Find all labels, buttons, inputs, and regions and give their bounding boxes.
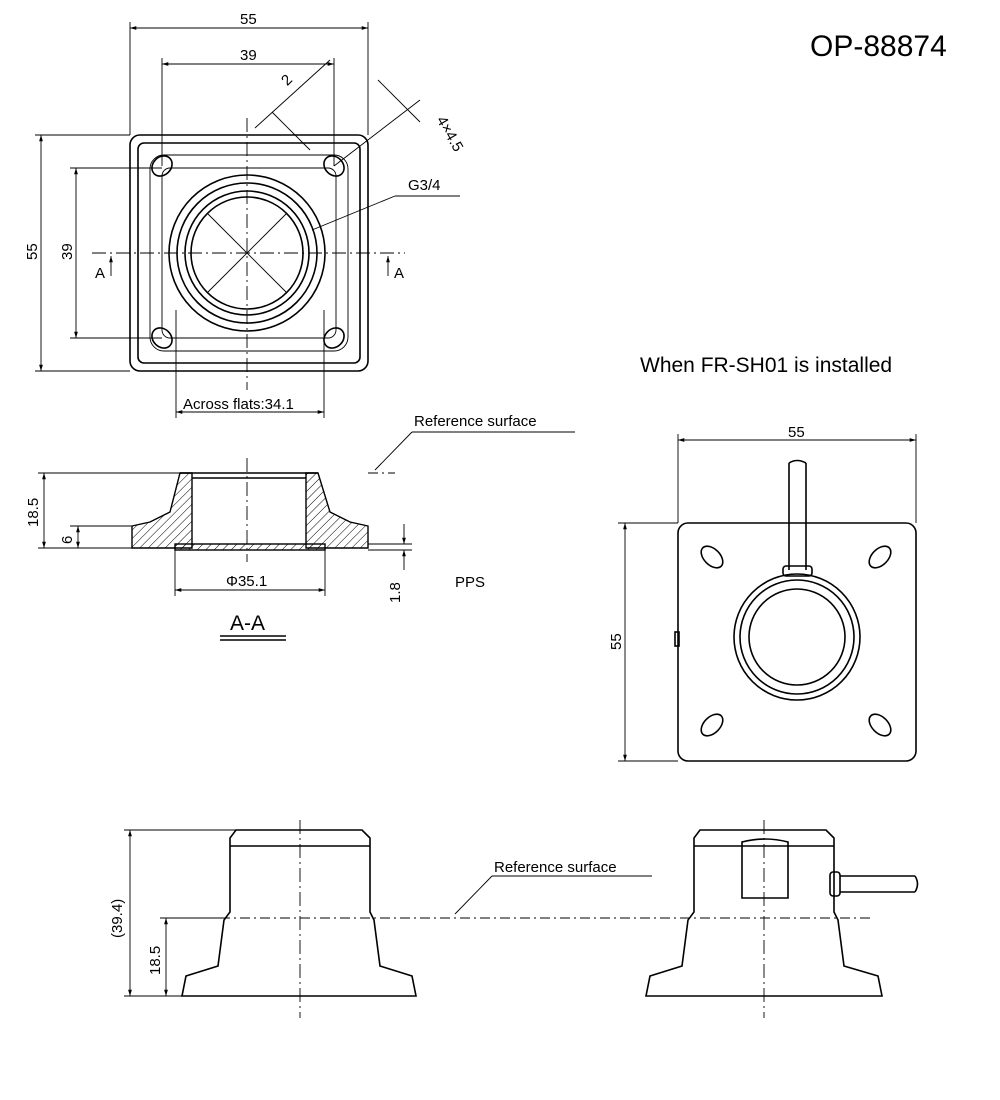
- dim-overall-width: 55: [240, 11, 257, 28]
- dim-hole-pitch-y: 39: [59, 243, 76, 260]
- dim-holes: 4×4.5: [433, 113, 467, 154]
- section-marker-left: A: [95, 265, 105, 282]
- mounting-hole-slots: [151, 155, 345, 349]
- installed-view: When FR-SH01 is installed 55 55: [608, 354, 917, 762]
- dim-installed-height: 55: [608, 633, 625, 650]
- top-view: A A 55 39 2 4×4.5 G3/4 55 39: [24, 11, 466, 418]
- section-view: Reference surface 18.5 6 Φ35.1 1.8 PPS A…: [25, 413, 575, 641]
- drawing-number: OP-88874: [810, 30, 947, 63]
- side-view-right: [645, 820, 919, 1018]
- dim-overall-height: 55: [24, 243, 41, 260]
- dim-total-height: (39.4): [109, 899, 126, 938]
- dim-installed-width: 55: [788, 424, 805, 441]
- thread-callout: G3/4: [408, 177, 441, 194]
- installed-note: When FR-SH01 is installed: [640, 354, 892, 377]
- section-marker-right: A: [394, 265, 404, 282]
- dim-ref-height: 18.5: [147, 946, 164, 975]
- dim-diameter: Φ35.1: [226, 573, 267, 590]
- dim-recess: 1.8: [387, 582, 404, 603]
- dim-hole-pitch-x: 39: [240, 47, 257, 64]
- dim-flange: 6: [59, 536, 76, 544]
- reference-surface-label-bottom: Reference surface: [494, 859, 617, 876]
- dim-across-flats: Across flats:34.1: [183, 396, 294, 413]
- section-title: A-A: [230, 612, 265, 635]
- side-view-left: (39.4) 18.5: [109, 820, 417, 1018]
- material-label: PPS: [455, 574, 485, 591]
- reference-surface-label-top: Reference surface: [414, 413, 537, 430]
- dim-section-height: 18.5: [25, 498, 42, 527]
- dim-chamfer: 2: [278, 71, 296, 89]
